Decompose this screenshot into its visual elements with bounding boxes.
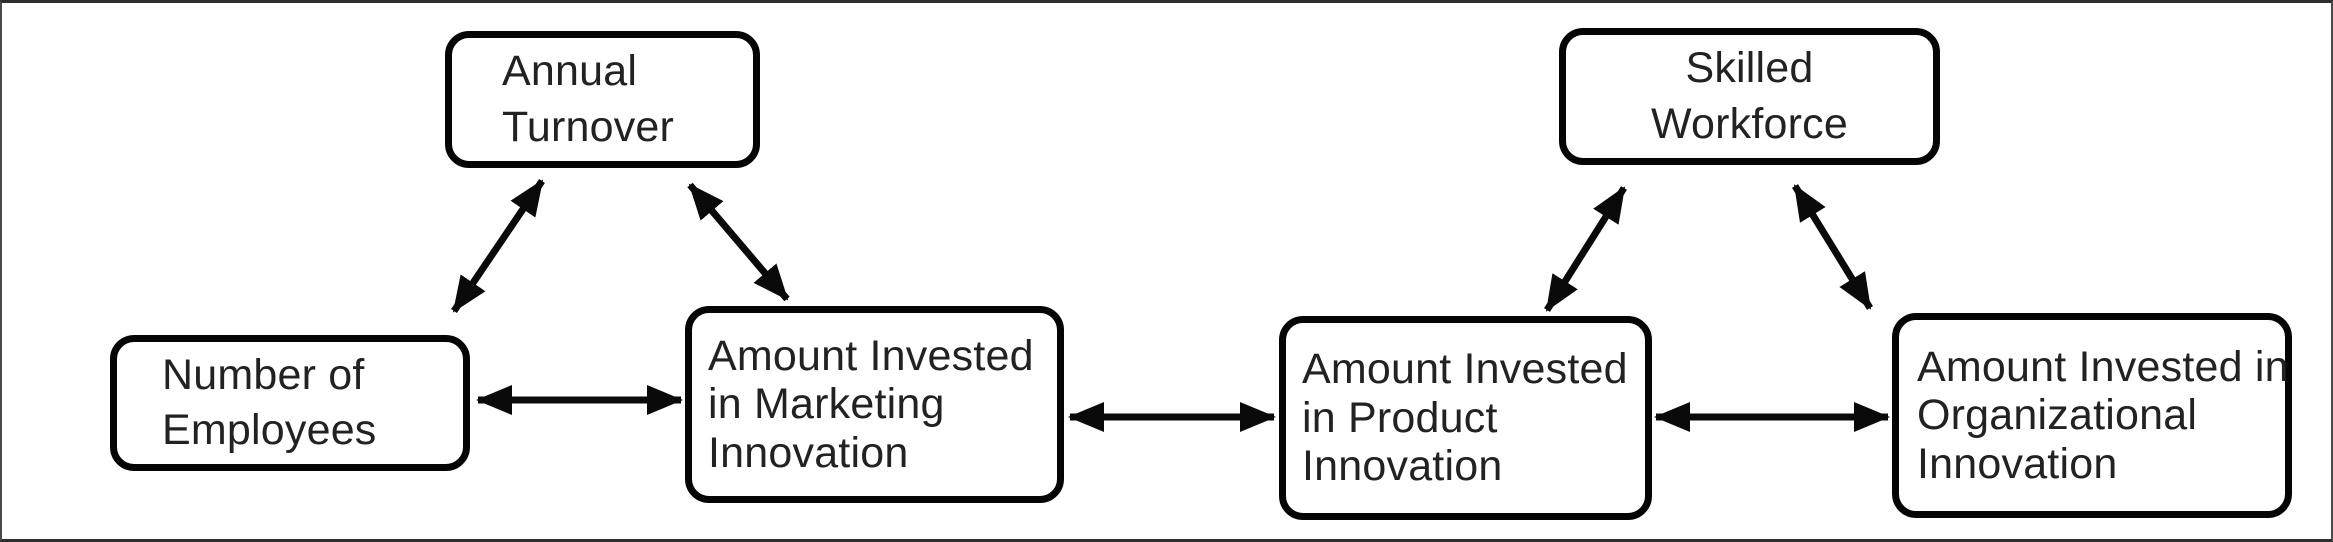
- arrow-skilled-workforce-organizational-innovation: [1792, 184, 1873, 310]
- node-label-line: Number of: [162, 350, 365, 399]
- node-organizational-innovation: Amount Invested in Organizational Innova…: [1892, 313, 2292, 518]
- node-label-line: Amount Invested: [708, 331, 1034, 380]
- arrow-layer: [451, 179, 1890, 432]
- node-number-of-employees: Number of Employees: [110, 335, 470, 471]
- arrow-annual-turnover-number-of-employees: [451, 179, 545, 313]
- node-label-line: Annual: [502, 47, 638, 96]
- node-label-line: Amount Invested in: [1917, 342, 2289, 391]
- arrow-annual-turnover-marketing-innovation: [687, 182, 790, 302]
- node-label-line: Skilled: [1685, 44, 1814, 93]
- node-label-line: in Marketing: [708, 380, 945, 429]
- arrow-skilled-workforce-product-innovation: [1544, 186, 1627, 312]
- node-label-line: Employees: [162, 406, 377, 454]
- node-skilled-workforce: Skilled Workforce: [1559, 28, 1940, 165]
- node-label-line: Turnover: [502, 102, 675, 151]
- node-marketing-innovation: Amount Invested in Marketing Innovation: [685, 306, 1064, 503]
- node-annual-turnover: Annual Turnover: [445, 31, 760, 168]
- node-label-line: Amount Invested: [1302, 345, 1628, 394]
- node-label-line: Workforce: [1651, 99, 1848, 148]
- node-label-line: Innovation: [708, 428, 909, 477]
- node-label-line: Innovation: [1302, 442, 1503, 491]
- node-label-line: in Product: [1302, 393, 1498, 442]
- node-label-line: Innovation: [1917, 439, 2118, 488]
- node-label-line: Organizational: [1917, 391, 2198, 440]
- node-product-innovation: Amount Invested in Product Innovation: [1279, 316, 1652, 520]
